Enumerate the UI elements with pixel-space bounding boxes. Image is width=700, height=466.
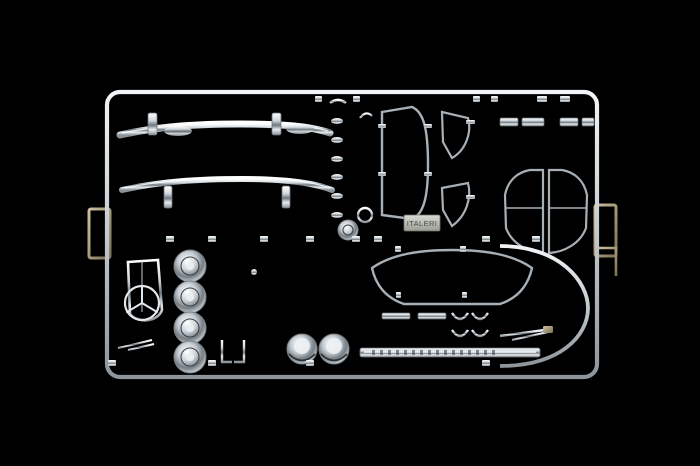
gate-nubs — [108, 96, 570, 366]
rear-bumper — [119, 175, 335, 209]
radiator-fin-comb — [216, 269, 262, 307]
chrome-brackets — [220, 330, 290, 364]
label-plate-text: ITALERI — [407, 219, 438, 228]
mirror-arms — [329, 98, 373, 166]
hubcap-1 — [173, 249, 207, 283]
hubcap-3 — [173, 311, 207, 345]
emblem-disc-upper — [337, 219, 359, 241]
wheel-hubcaps — [173, 249, 207, 374]
headlight-bezel-right — [318, 333, 350, 365]
door-handles — [331, 118, 343, 218]
rocker-panel-trim — [359, 347, 541, 358]
hubcap-4 — [173, 340, 207, 374]
sprue-outer-frame — [104, 89, 600, 380]
label-plate: ITALERI — [403, 214, 441, 232]
wiper-blades — [381, 312, 489, 338]
right-side-bracket — [598, 246, 618, 276]
front-bumper — [116, 112, 334, 139]
small-chrome-rods — [116, 271, 358, 349]
headlight-bezels — [286, 333, 350, 365]
knob-ring — [356, 206, 374, 224]
mercedes-benz-three-pointed-star-icon — [123, 284, 161, 322]
small-angled-chrome-part — [499, 326, 553, 341]
exhaust-pipes — [508, 260, 540, 322]
quarter-window-glass — [440, 110, 475, 228]
rear-door-glass — [503, 158, 589, 255]
headlight-bezel-left — [286, 333, 318, 365]
lower-right-u-rail — [499, 244, 590, 368]
hubcap-2 — [173, 280, 207, 314]
chrome-trim-strips — [499, 117, 595, 127]
radiator-grille-with-star — [120, 258, 172, 351]
